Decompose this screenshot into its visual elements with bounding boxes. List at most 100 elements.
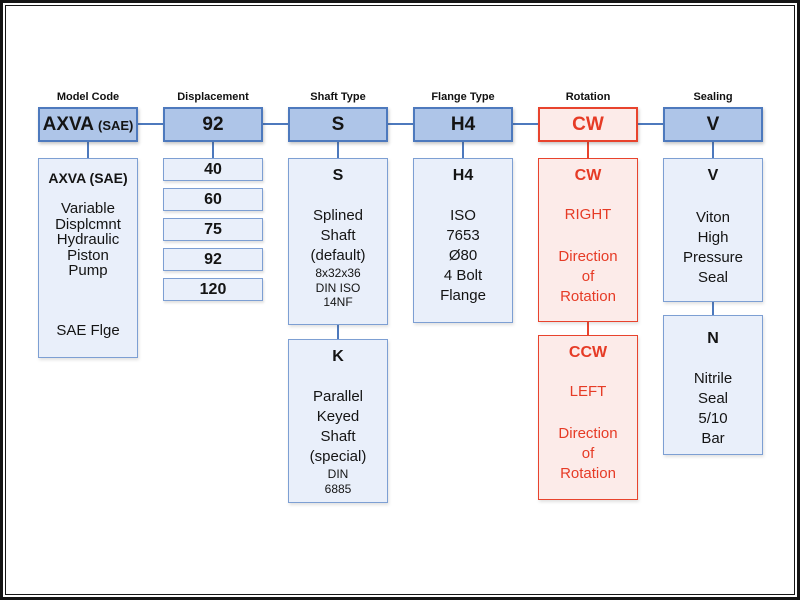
detail-line: Ø80 <box>448 247 478 264</box>
code-value: S <box>331 114 345 135</box>
displacement-option: 120 <box>163 278 263 301</box>
code-value: H4 <box>450 114 476 135</box>
detail-lines: Parallel Keyed Shaft (special) <box>289 387 387 467</box>
displacement-option: 75 <box>163 218 263 241</box>
detail-title: N <box>707 330 719 347</box>
code-value: 92 <box>202 114 224 135</box>
detail-small-line: 14NF <box>323 295 353 309</box>
displacement-option: 40 <box>163 158 263 181</box>
detail-line: Pump <box>68 262 108 279</box>
detail-line: High <box>697 229 729 246</box>
detail-line: Bar <box>701 430 725 447</box>
detail-line: Shaft <box>320 227 356 244</box>
detail-line: Splined <box>312 207 364 224</box>
detail-lines: Direction of Rotation <box>539 424 637 484</box>
connector-line <box>337 324 339 339</box>
column-header-shaft-type: Shaft Type <box>310 91 366 103</box>
column-header-displacement: Displacement <box>177 91 249 103</box>
displacement-option: 92 <box>163 248 263 271</box>
connector-line <box>587 321 589 335</box>
detail-line: Seal <box>697 269 729 286</box>
detail-title: CW <box>574 167 602 184</box>
column-header-rotation: Rotation <box>565 91 611 103</box>
detail-line: of <box>581 445 595 462</box>
detail-title: S <box>332 167 344 184</box>
connector-line <box>712 141 714 159</box>
detail-line: (special) <box>309 448 367 465</box>
detail-line: Viton <box>696 209 730 226</box>
connector-line <box>511 123 539 125</box>
detail-line: Nitrile <box>693 370 733 387</box>
code-box-model-code: AXVA (SAE) <box>38 107 138 142</box>
detail-line: Piston <box>67 246 109 264</box>
detail-direction-word: RIGHT <box>564 206 612 223</box>
detail-lines: Splined Shaft (default) <box>289 206 387 266</box>
code-box-displacement: 92 <box>163 107 263 142</box>
code-value: CW <box>572 114 604 135</box>
detail-line: Rotation <box>560 288 616 305</box>
detail-small-lines: DIN 6885 <box>289 467 387 496</box>
detail-lines: Viton High Pressure Seal <box>664 208 762 288</box>
code-box-flange-type: H4 <box>413 107 513 142</box>
detail-lines: Direction of Rotation <box>539 247 637 307</box>
connector-line <box>386 123 414 125</box>
detail-small-line: 6885 <box>324 481 352 496</box>
detail-title: V <box>707 167 719 184</box>
detail-line: Variable <box>61 200 115 217</box>
connector-line <box>87 141 89 159</box>
code-box-rotation: CW <box>538 107 638 142</box>
detail-box-shaft-s: S Splined Shaft (default) 8x32x36 DIN IS… <box>288 158 388 325</box>
detail-lines: ISO 7653 Ø80 4 Bolt Flange <box>414 206 512 306</box>
detail-line: Keyed <box>316 408 360 425</box>
detail-lines: Variable Displcmnt Hydraulic Piston Pump <box>39 201 137 279</box>
code-box-sealing: V <box>663 107 763 142</box>
detail-small-lines: 8x32x36 DIN ISO 14NF <box>289 266 387 310</box>
detail-line: 5/10 <box>698 410 728 427</box>
detail-box-rotation-cw: CW RIGHT Direction of Rotation <box>538 158 638 322</box>
detail-line: (default) <box>310 247 366 264</box>
detail-line: 7653 <box>446 227 480 244</box>
detail-line: Flange <box>440 287 486 304</box>
code-suffix: (SAE) <box>98 118 134 133</box>
column-header-sealing: Sealing <box>693 91 733 103</box>
detail-small-line: DIN ISO <box>315 280 361 295</box>
detail-title: H4 <box>452 167 474 184</box>
detail-small-line: 8x32x36 <box>315 266 361 280</box>
detail-title: K <box>332 348 344 365</box>
detail-line: Direction <box>558 248 618 265</box>
column-header-flange-type: Flange Type <box>431 91 495 103</box>
connector-line <box>212 141 214 159</box>
detail-line: Direction <box>558 425 618 442</box>
detail-footer: SAE Flge <box>56 321 120 339</box>
detail-direction-word: LEFT <box>569 383 607 400</box>
detail-line: Parallel <box>312 388 364 405</box>
detail-box-shaft-k: K Parallel Keyed Shaft (special) DIN 688… <box>288 339 388 503</box>
connector-line <box>587 141 589 159</box>
detail-line: Hydraulic <box>56 231 120 248</box>
detail-box-model-code: AXVA (SAE) Variable Displcmnt Hydraulic … <box>38 158 138 358</box>
detail-title: AXVA (SAE) <box>48 170 128 186</box>
detail-line: of <box>581 268 595 285</box>
code-value: V <box>706 114 720 135</box>
connector-line <box>136 123 164 125</box>
detail-box-sealing-n: N Nitrile Seal 5/10 Bar <box>663 315 763 455</box>
detail-box-rotation-ccw: CCW LEFT Direction of Rotation <box>538 335 638 500</box>
connector-line <box>712 301 714 315</box>
code-box-shaft-type: S <box>288 107 388 142</box>
connector-line <box>261 123 289 125</box>
connector-line <box>636 123 664 125</box>
code-value: AXVA <box>42 114 94 135</box>
detail-line: Rotation <box>560 465 616 482</box>
detail-lines: Nitrile Seal 5/10 Bar <box>664 369 762 449</box>
detail-line: Pressure <box>682 249 744 266</box>
detail-line: Shaft <box>320 428 356 445</box>
detail-line: 4 Bolt <box>443 267 483 284</box>
connector-line <box>462 141 464 159</box>
detail-small-line: DIN <box>327 467 349 481</box>
detail-line: ISO <box>450 207 476 224</box>
connector-line <box>337 141 339 159</box>
detail-box-sealing-v: V Viton High Pressure Seal <box>663 158 763 302</box>
detail-title: CCW <box>568 344 608 361</box>
detail-box-flange: H4 ISO 7653 Ø80 4 Bolt Flange <box>413 158 513 323</box>
